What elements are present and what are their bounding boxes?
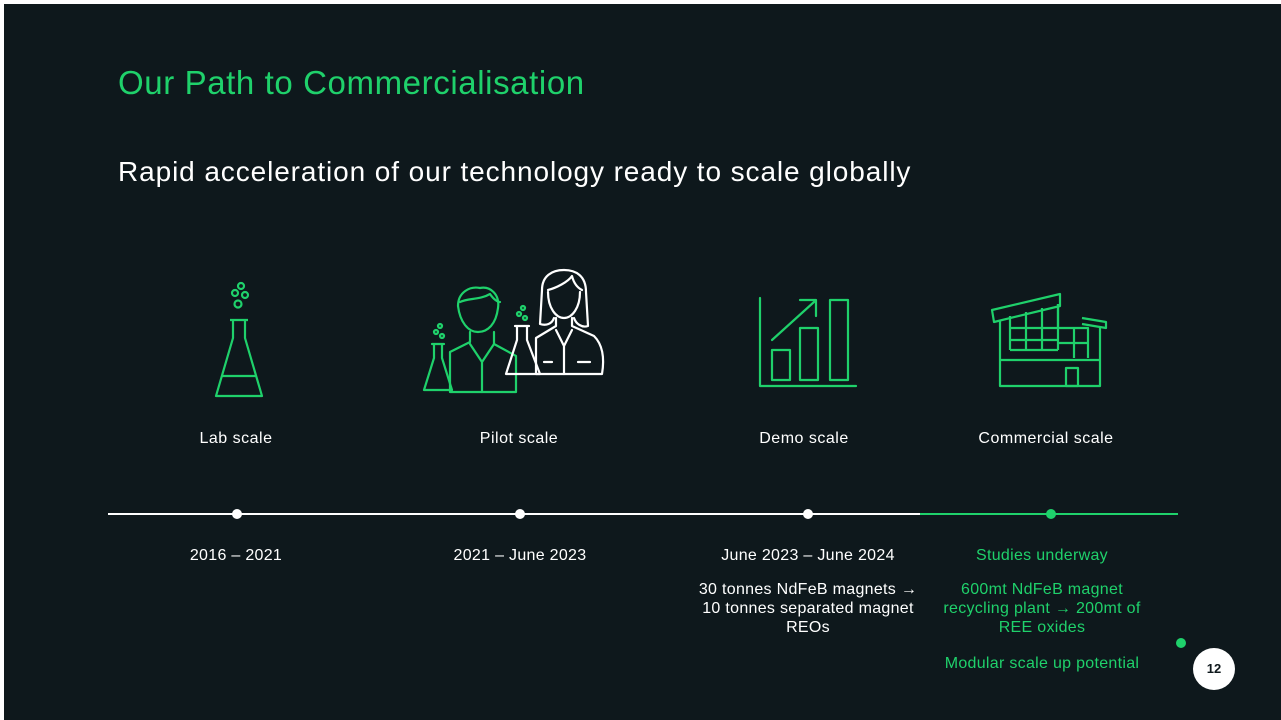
stage-detail-commercial-modular: Modular scale up potential bbox=[944, 655, 1140, 672]
stage-label-demo: Demo scale bbox=[759, 430, 849, 447]
stage-date-demo: June 2023 – June 2024 bbox=[721, 547, 895, 564]
flask-icon bbox=[214, 281, 264, 398]
slide-subtitle: Rapid acceleration of our technology rea… bbox=[118, 156, 912, 187]
slide: Our Path to Commercialisation Rapid acce… bbox=[4, 4, 1281, 720]
stage-date-lab: 2016 – 2021 bbox=[189, 547, 283, 564]
growth-chart-icon bbox=[758, 296, 858, 388]
timeline-dot-demo bbox=[803, 509, 813, 519]
timeline-dot-pilot bbox=[515, 509, 525, 519]
timeline-dot-commercial bbox=[1046, 509, 1056, 519]
stage-label-pilot: Pilot scale bbox=[479, 430, 559, 447]
stage-detail-demo: 30 tonnes NdFeB magnets → 10 tonnes sepa… bbox=[698, 581, 918, 636]
page-number: 12 bbox=[1193, 648, 1235, 690]
factory-icon bbox=[990, 292, 1108, 388]
stage-label-commercial: Commercial scale bbox=[978, 430, 1114, 447]
stage-date-pilot: 2021 – June 2023 bbox=[453, 547, 587, 564]
slide-title: Our Path to Commercialisation bbox=[118, 64, 585, 101]
page-accent-dot bbox=[1176, 638, 1186, 648]
stage-detail-commercial-plant: 600mt NdFeB magnet recycling plant → 200… bbox=[943, 581, 1141, 636]
scientists-icon bbox=[422, 268, 605, 394]
timeline-dot-lab bbox=[232, 509, 242, 519]
stage-date-commercial: Studies underway bbox=[976, 547, 1108, 564]
stage-label-lab: Lab scale bbox=[199, 430, 273, 447]
